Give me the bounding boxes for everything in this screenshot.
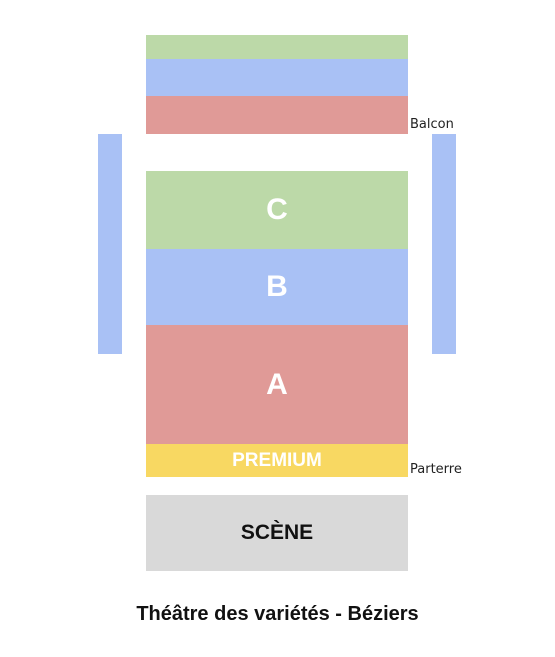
stage: SCÈNE [146,495,408,571]
balcon-row-3[interactable] [146,96,408,134]
section-premium-label: PREMIUM [232,449,322,471]
section-b-label: B [266,270,288,303]
stage-label: SCÈNE [240,521,314,544]
section-b[interactable]: B [146,249,408,325]
venue-title: Théâtre des variétés - Béziers [136,603,419,625]
side-box-left[interactable] [98,134,122,354]
balcon-label: Balcon [410,117,454,132]
balcon-row-2[interactable] [146,59,408,96]
section-c-label: C [266,193,288,226]
section-a[interactable]: A [146,325,408,444]
section-c[interactable]: C [146,171,408,249]
section-premium[interactable]: PREMIUM [146,444,408,477]
parterre-label: Parterre [410,462,462,477]
side-box-right[interactable] [432,134,456,354]
balcon-row-1[interactable] [146,35,408,59]
section-a-label: A [266,367,288,401]
